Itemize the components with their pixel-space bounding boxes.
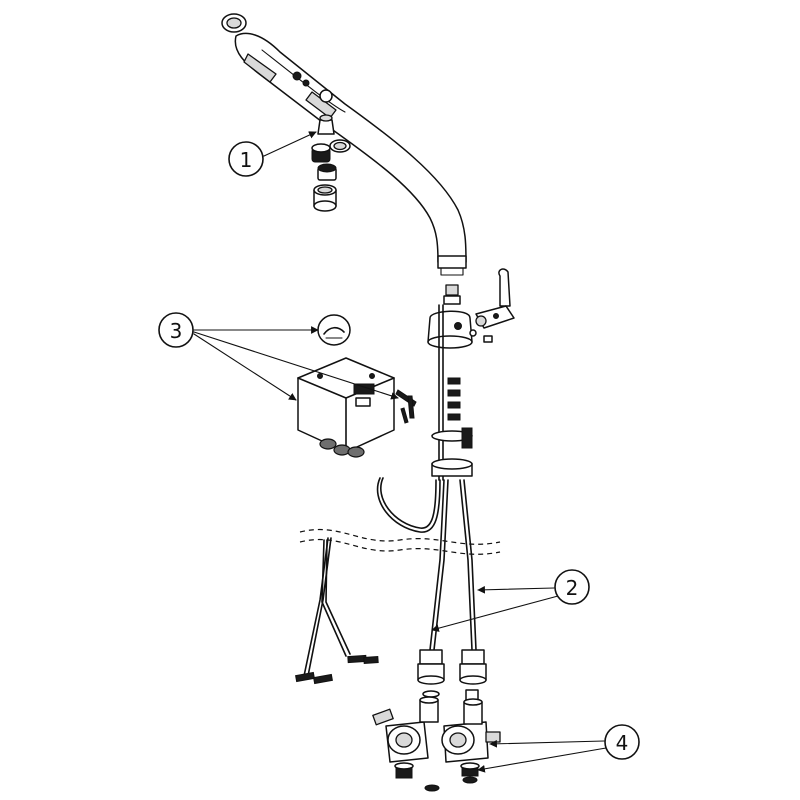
callout-4-label: 4 [616,731,629,755]
callout-3: 3 [158,312,194,348]
callout-2-label: 2 [566,576,579,600]
leader-3c [193,331,399,400]
leader-2b [431,595,559,632]
lower-cables [295,537,379,685]
control-box [297,314,417,458]
callout-3-label: 3 [170,319,183,343]
leader-4b [477,747,607,773]
leader-2a [477,585,555,594]
callout-leaders [193,131,607,773]
leader-3b [193,333,297,401]
aerator-parts [311,114,351,212]
callout-1-label: 1 [240,148,253,172]
leader-4a [489,739,605,748]
callout-4: 4 [604,724,640,760]
leader-1 [263,131,317,157]
cut-line [299,528,501,555]
callout-1: 1 [228,141,264,177]
valve-bodies [372,696,501,792]
sensor-cable [376,477,441,533]
mounting-body [427,268,515,481]
flex-hoses [417,479,487,701]
callout-2: 2 [554,569,590,605]
